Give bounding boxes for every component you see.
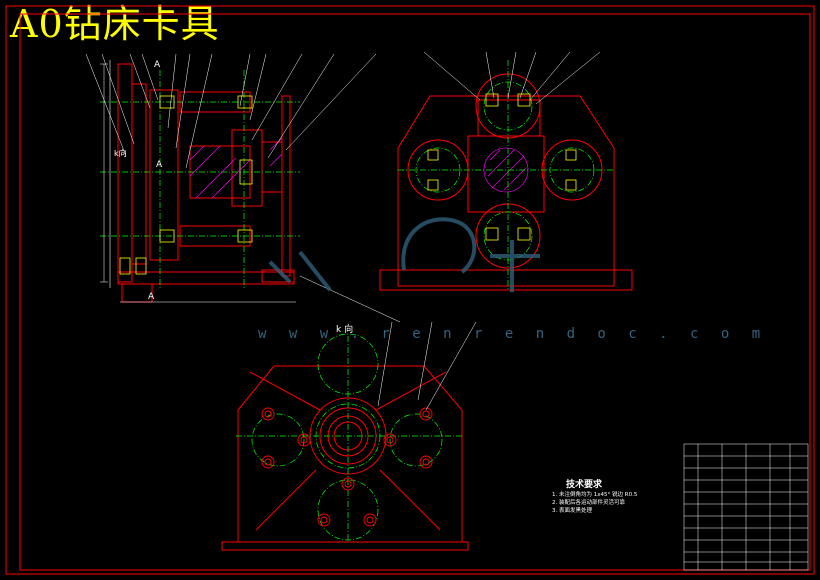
inner-border xyxy=(19,13,811,571)
section-a-label-mid: A xyxy=(156,160,163,170)
side-view-leaders xyxy=(423,51,601,105)
section-a-label-top: A xyxy=(154,60,161,70)
side-view-body xyxy=(379,73,633,291)
front-section-view xyxy=(109,60,296,303)
drawing-title: A0钻床卡具 xyxy=(10,2,220,46)
outer-border xyxy=(5,5,815,575)
bottom-view-bolts xyxy=(261,407,433,527)
title-block xyxy=(683,443,809,571)
tech-requirements-title: 技术要求 xyxy=(566,480,603,490)
watermark-text: w w w . r e n r e n d o c . c o m xyxy=(258,326,768,342)
tech-requirement-line: 3. 表面发黑处理 xyxy=(552,508,592,514)
side-view-direction-label: k向 xyxy=(114,149,127,158)
tech-requirement-line: 1. 未注倒角均为 1x45° 锐边 R0.5 xyxy=(552,492,638,498)
bottom-view-centerlines xyxy=(236,333,462,542)
watermark-logo xyxy=(268,217,540,292)
front-view-centerlines xyxy=(100,70,300,290)
front-view-hatching xyxy=(189,137,283,199)
side-view-bolts xyxy=(427,93,577,241)
front-view-bolts xyxy=(119,95,253,275)
tech-requirement-line: 2. 装配后各运动部件灵活可靠 xyxy=(552,500,625,506)
bottom-view-leaders xyxy=(377,321,477,411)
front-view-leaders xyxy=(85,53,401,323)
bottom-view-direction-label: k 向 xyxy=(336,325,354,335)
section-a-label-bottom: A xyxy=(148,292,155,302)
front-view-dimension xyxy=(100,63,108,283)
bottom-view-body xyxy=(221,365,469,551)
side-view-centerlines xyxy=(398,60,614,290)
